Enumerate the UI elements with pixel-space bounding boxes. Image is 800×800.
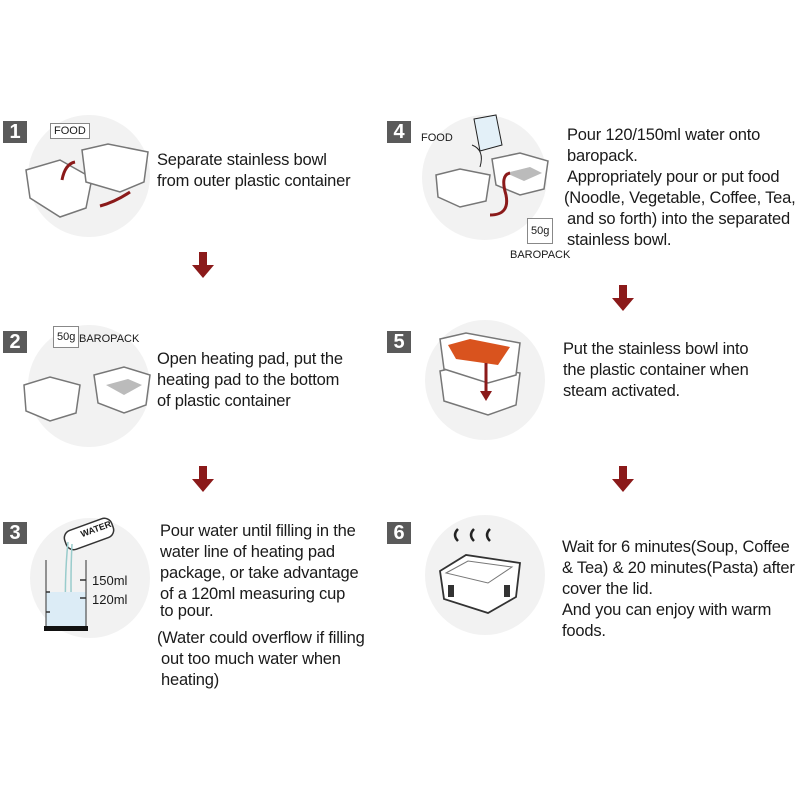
step-3-text: Pour water until filling in the water li… bbox=[160, 521, 359, 622]
text-line: (Water could overflow if filling bbox=[157, 629, 365, 647]
bowls-separate-illustration bbox=[25, 143, 149, 218]
food-label: FOOD bbox=[421, 132, 453, 144]
down-arrow-icon bbox=[612, 466, 634, 492]
step-5-badge: 5 bbox=[387, 331, 411, 353]
weight-label: 50g bbox=[527, 218, 554, 244]
text-line: of a 120ml measuring cup bbox=[160, 585, 346, 603]
text-line: water line of heating pad bbox=[160, 543, 335, 561]
heating-pad-illustration bbox=[23, 366, 151, 422]
text-line: of plastic container bbox=[157, 392, 291, 410]
mark-150ml: 150ml bbox=[92, 573, 128, 588]
text-line: cover the lid. bbox=[562, 580, 653, 598]
step-1-badge: 1 bbox=[3, 121, 27, 143]
text-line: Separate stainless bowl bbox=[157, 151, 327, 169]
step-4-text: Pour 120/150ml water onto baropack. Appr… bbox=[564, 125, 796, 251]
text-line: Open heating pad, put the bbox=[157, 350, 343, 368]
text-line: stainless bowl. bbox=[567, 231, 672, 249]
text-line: heating pad to the bottom bbox=[157, 371, 340, 389]
text-line: Pour 120/150ml water onto bbox=[567, 126, 761, 144]
down-arrow-icon bbox=[612, 285, 634, 311]
text-line: Put the stainless bowl into bbox=[563, 340, 749, 358]
step-1-text: Separate stainless bowl from outer plast… bbox=[157, 150, 351, 192]
step-3-note: (Water could overflow if filling out too… bbox=[157, 628, 365, 691]
step-2-badge: 2 bbox=[3, 331, 27, 353]
text-line: & Tea) & 20 minutes(Pasta) after bbox=[562, 559, 795, 577]
text-line: the plastic container when bbox=[563, 361, 749, 379]
step-2-text: Open heating pad, put the heating pad to… bbox=[157, 349, 343, 412]
text-line: baropack. bbox=[567, 147, 638, 165]
water-pour-illustration bbox=[44, 517, 115, 631]
pour-water-illustration bbox=[435, 114, 549, 217]
weight-label: 50g bbox=[53, 326, 80, 348]
text-line: heating) bbox=[161, 671, 220, 689]
lidded-container-illustration bbox=[439, 528, 521, 614]
text-line: out too much water when bbox=[161, 650, 341, 668]
text-line: and so forth) into the separated bbox=[567, 210, 790, 228]
step-4-badge: 4 bbox=[387, 121, 411, 143]
text-line: Wait for 6 minutes(Soup, Coffee bbox=[562, 538, 790, 556]
text-line: Pour water until filling in the bbox=[160, 522, 356, 540]
text-line: Appropriately pour or put food bbox=[567, 168, 780, 186]
step-3-badge: 3 bbox=[3, 522, 27, 544]
baropack-label: BAROPACK bbox=[79, 333, 140, 345]
step-6-text: Wait for 6 minutes(Soup, Coffee & Tea) &… bbox=[562, 537, 795, 642]
text-line: And you can enjoy with warm bbox=[562, 601, 772, 619]
text-line: steam activated. bbox=[563, 382, 680, 400]
step-5-text: Put the stainless bowl into the plastic … bbox=[563, 339, 749, 402]
text-line: foods. bbox=[562, 622, 606, 640]
down-arrow-icon bbox=[192, 252, 214, 278]
step-6-badge: 6 bbox=[387, 522, 411, 544]
text-line: (Noodle, Vegetable, Coffee, Tea, bbox=[564, 189, 796, 207]
text-line: package, or take advantage bbox=[160, 564, 359, 582]
text-line: to pour. bbox=[160, 602, 214, 620]
mark-120ml: 120ml bbox=[92, 592, 128, 607]
down-arrow-icon bbox=[192, 466, 214, 492]
bowl-insert-illustration bbox=[439, 332, 521, 416]
text-line: from outer plastic container bbox=[157, 172, 351, 190]
baropack-label: BAROPACK bbox=[510, 249, 571, 261]
food-label: FOOD bbox=[50, 123, 90, 139]
